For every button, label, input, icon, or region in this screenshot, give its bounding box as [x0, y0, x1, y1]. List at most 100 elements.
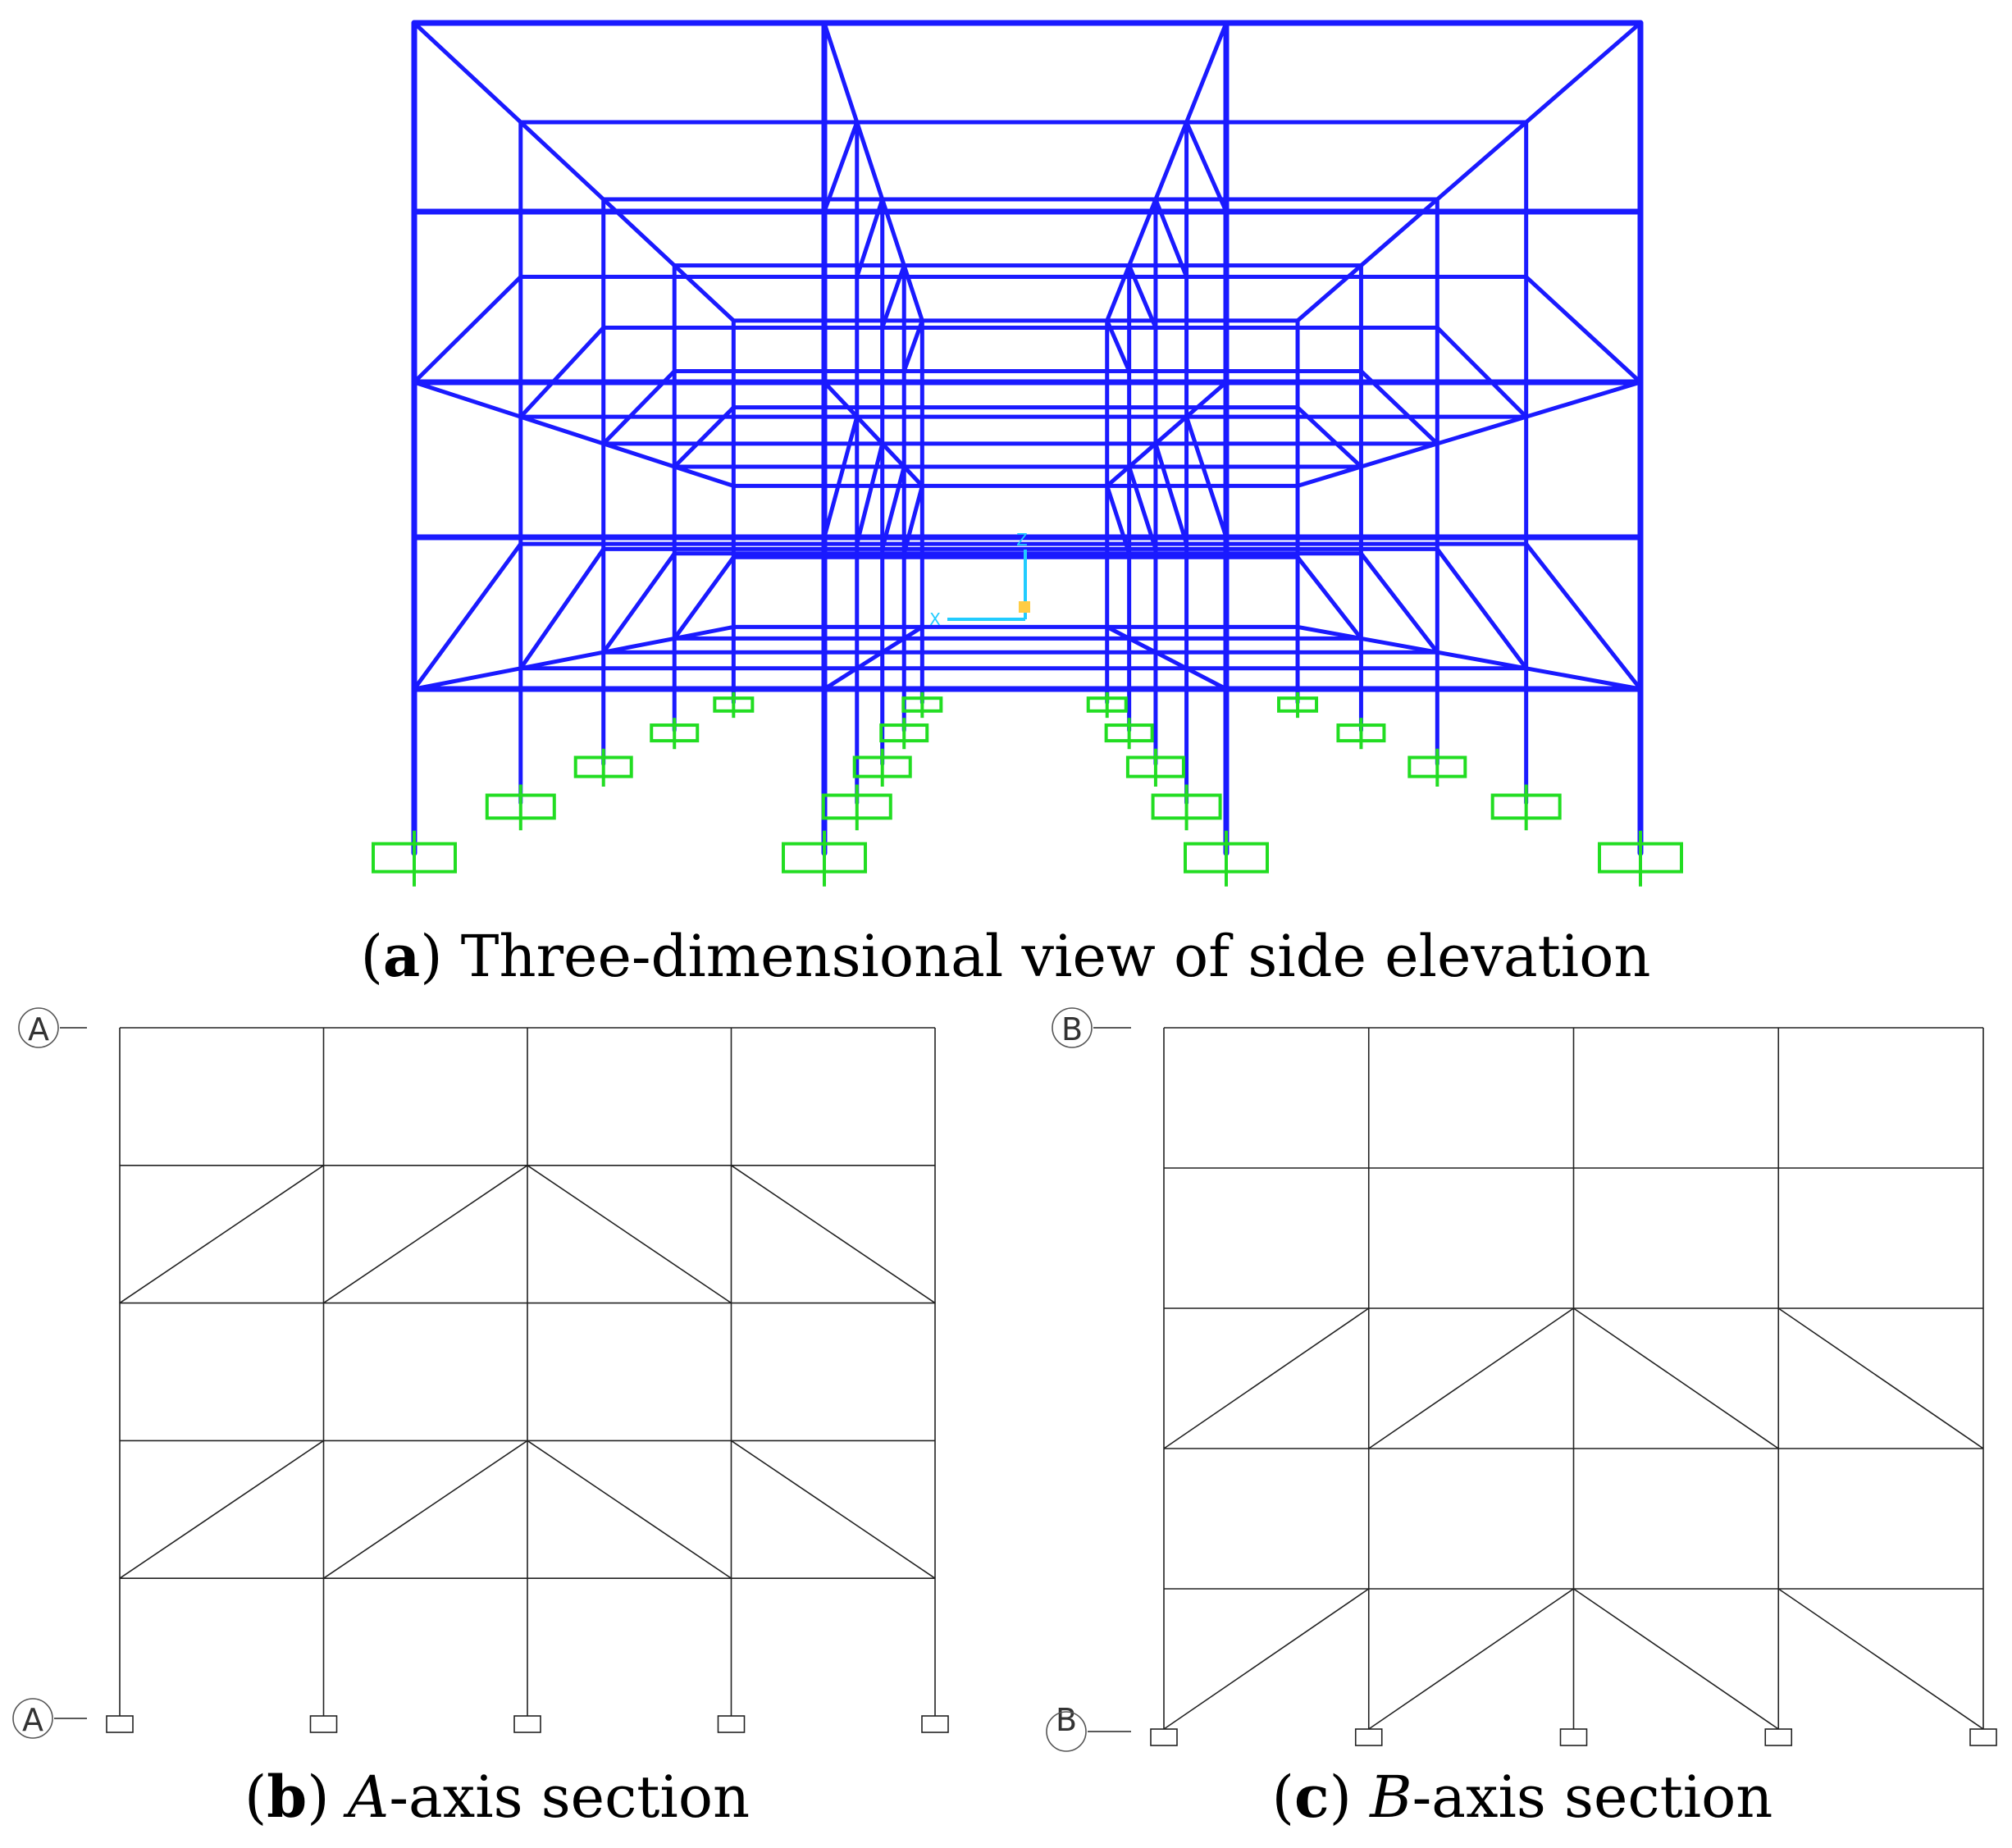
panel-c-caption: (c) B-axis section — [1272, 1763, 1773, 1831]
longitudinal-beam-3d — [1105, 464, 1132, 488]
panel-b-caption-suffix: -axis section — [389, 1764, 750, 1831]
longitudinal-beam-3d — [412, 666, 523, 691]
panel-a-caption: (a) Three-dimensional view of side eleva… — [361, 922, 1651, 990]
support-block-2 — [513, 1715, 541, 1733]
brace-3d — [672, 405, 736, 469]
panel-c-letter: c — [1294, 1763, 1330, 1831]
brace-3d — [1524, 541, 1643, 691]
brace-line — [731, 1165, 936, 1304]
longitudinal-beam-3d — [1153, 120, 1189, 202]
longitudinal-beam-3d — [1358, 197, 1439, 268]
brace-3d — [822, 120, 860, 214]
brace-line — [731, 1440, 936, 1579]
brace-3d — [1524, 275, 1643, 385]
longitudinal-beam-3d — [880, 636, 906, 655]
panel-a-caption-text: Three-dimensional view of side elevation — [461, 923, 1651, 990]
support-block-3 — [1764, 1728, 1793, 1746]
longitudinal-beam-3d — [1153, 650, 1189, 671]
brace-line — [527, 1165, 732, 1304]
longitudinal-beam-3d — [901, 464, 924, 488]
brace-3d — [601, 551, 677, 655]
longitudinal-beam-3d — [601, 441, 677, 469]
longitudinal-beam-3d — [1435, 650, 1529, 671]
support-block-1 — [309, 1715, 338, 1733]
brace-line — [1368, 1307, 1574, 1449]
brace-3d — [1153, 197, 1189, 280]
brace-3d — [1435, 325, 1529, 419]
brace-3d — [518, 546, 606, 671]
support-block-1 — [1354, 1728, 1383, 1746]
brace-line — [1573, 1588, 1779, 1730]
panel-b-a-axis-section: A A — [12, 1007, 949, 1739]
longitudinal-beam-3d — [880, 197, 906, 268]
panel-a-letter: a — [383, 922, 420, 990]
brace-3d — [1153, 441, 1189, 546]
support-block-0 — [1150, 1728, 1178, 1746]
longitudinal-beam-3d — [822, 666, 860, 691]
brace-3d — [1358, 368, 1439, 446]
longitudinal-beam-3d — [1127, 197, 1158, 268]
longitudinal-beam-3d — [855, 650, 885, 671]
brace-line — [527, 1440, 732, 1579]
axis-tag-circle-top — [18, 1007, 59, 1048]
axis-z-label: Z — [1016, 530, 1028, 550]
brace-3d — [1127, 263, 1158, 330]
brace-3d — [1184, 414, 1229, 540]
support-block-4 — [1969, 1728, 1997, 1746]
longitudinal-beam-3d — [518, 414, 606, 446]
longitudinal-beam-3d — [1295, 624, 1363, 641]
panel-c-axis-letter: B — [1368, 1764, 1412, 1831]
longitudinal-beam-3d — [1358, 441, 1439, 469]
panel-b-letter: b — [267, 1763, 307, 1831]
longitudinal-beam-3d — [1153, 414, 1189, 446]
brace-line — [1368, 1588, 1574, 1730]
axis-tag-circle-bottom — [1046, 1711, 1087, 1752]
brace-3d — [1295, 554, 1363, 641]
longitudinal-beam-3d — [601, 636, 677, 655]
longitudinal-beam-3d — [1524, 21, 1643, 125]
longitudinal-beam-3d — [1435, 414, 1529, 446]
brace-line — [323, 1165, 528, 1304]
longitudinal-beam-3d — [1358, 636, 1439, 655]
support-block-0 — [106, 1715, 134, 1733]
longitudinal-beam-3d — [901, 624, 924, 641]
longitudinal-beam-3d — [1524, 380, 1643, 419]
panel-a-3d-frame-view: ZX — [372, 20, 1683, 887]
longitudinal-beam-3d — [1435, 120, 1529, 202]
brace-3d — [518, 325, 606, 419]
longitudinal-beam-3d — [1524, 666, 1643, 691]
brace-3d — [1435, 546, 1529, 671]
longitudinal-beam-3d — [855, 414, 885, 446]
longitudinal-beam-3d — [1184, 380, 1229, 419]
brace-line — [1163, 1588, 1370, 1730]
support-block-3 — [717, 1715, 746, 1733]
support-block-2 — [1559, 1728, 1588, 1746]
brace-line — [119, 1165, 324, 1304]
longitudinal-beam-3d — [822, 21, 860, 125]
panel-c-axis-tag-bottom: B — [1056, 1702, 1077, 1738]
longitudinal-beam-3d — [412, 380, 523, 419]
brace-line — [1777, 1588, 1984, 1730]
axis-tag-circle-top — [1052, 1007, 1093, 1048]
brace-3d — [880, 464, 906, 551]
brace-3d — [672, 554, 736, 641]
axis-x-label: X — [929, 609, 941, 629]
longitudinal-beam-3d — [1184, 666, 1229, 691]
longitudinal-beam-3d — [901, 263, 924, 323]
brace-line — [1573, 1307, 1779, 1449]
brace-3d — [601, 368, 677, 446]
longitudinal-beam-3d — [412, 21, 523, 125]
brace-line — [323, 1440, 528, 1579]
longitudinal-beam-3d — [672, 624, 736, 641]
longitudinal-beam-3d — [1127, 441, 1158, 469]
panel-b-caption: (b) A-axis section — [244, 1763, 750, 1831]
longitudinal-beam-3d — [672, 263, 736, 323]
longitudinal-beam-3d — [1184, 21, 1229, 125]
brace-line — [1777, 1307, 1984, 1449]
brace-3d — [901, 318, 924, 373]
longitudinal-beam-3d — [822, 380, 860, 419]
panel-c-b-axis-section: B B — [1046, 1007, 1997, 1752]
longitudinal-beam-3d — [1295, 263, 1363, 323]
longitudinal-beam-3d — [518, 120, 606, 202]
